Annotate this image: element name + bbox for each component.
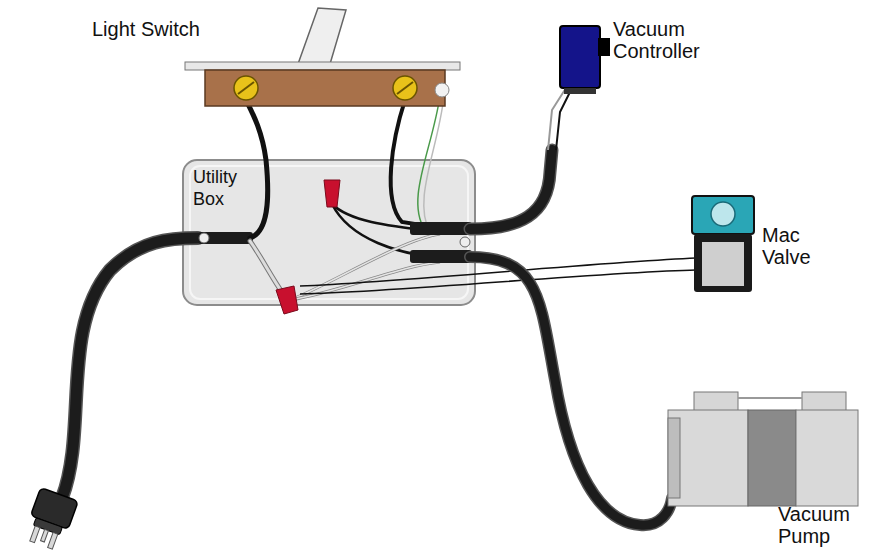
controller-port xyxy=(598,38,610,56)
neutral-wire-outline xyxy=(250,241,282,292)
valve-face xyxy=(702,242,744,286)
hot-wire xyxy=(246,100,268,238)
pump-middle xyxy=(748,410,796,506)
cable-clamp xyxy=(460,237,470,247)
controller-lead xyxy=(556,88,572,150)
vacuum-controller xyxy=(560,26,600,88)
switched-wire xyxy=(391,100,440,228)
pump-cable-outline xyxy=(470,257,672,525)
screw-slot xyxy=(238,82,254,94)
utility-box-shape xyxy=(183,160,475,305)
wire-nut xyxy=(276,286,298,314)
terminal-screw xyxy=(393,76,417,100)
cable-sleeve xyxy=(410,250,472,263)
cable-sleeve xyxy=(198,232,253,244)
part-name: Light Switch xyxy=(92,18,252,40)
valve-body xyxy=(694,234,752,292)
power-plug xyxy=(22,487,78,551)
controller-cable xyxy=(470,150,552,229)
cable-clamp xyxy=(199,233,209,243)
cable-sleeve xyxy=(410,222,472,235)
part-name: Vacuum Pump xyxy=(778,503,858,547)
ground-screw xyxy=(435,83,449,97)
box-label: Utility Box xyxy=(193,166,265,210)
neutral-branch-outline xyxy=(290,234,440,300)
valve-coil xyxy=(692,196,754,234)
pump-endcap xyxy=(668,418,680,498)
screw-slot xyxy=(397,82,413,94)
power-cable-outline xyxy=(62,238,198,498)
controller-base xyxy=(564,88,596,94)
ground-wire xyxy=(418,96,440,230)
valve-knob xyxy=(711,202,735,226)
terminal-screw xyxy=(234,76,258,100)
controller-cable-outline xyxy=(470,150,552,229)
wire-nut xyxy=(324,180,340,207)
part-name: Mac Valve xyxy=(762,224,824,268)
valve-wire xyxy=(300,270,696,294)
pump-head xyxy=(802,392,846,412)
ground-wire xyxy=(424,96,444,232)
plug-prong xyxy=(48,532,58,549)
switch-body xyxy=(205,70,445,106)
pump-cable xyxy=(470,257,672,525)
power-cable xyxy=(62,238,198,498)
pump-tube xyxy=(738,397,802,399)
switch-toggle xyxy=(298,8,346,64)
switch-strap xyxy=(185,62,460,70)
plug-prong xyxy=(30,526,40,543)
neutral-branch xyxy=(290,234,440,300)
utility-box: Utility Box xyxy=(183,160,475,305)
plug-ground-pin xyxy=(41,529,49,542)
part-name: Vacuum Controller xyxy=(613,18,713,62)
pump-motor xyxy=(668,410,748,506)
pump-housing xyxy=(796,410,858,506)
pump-head xyxy=(694,392,738,412)
neutral-wire xyxy=(250,241,282,292)
